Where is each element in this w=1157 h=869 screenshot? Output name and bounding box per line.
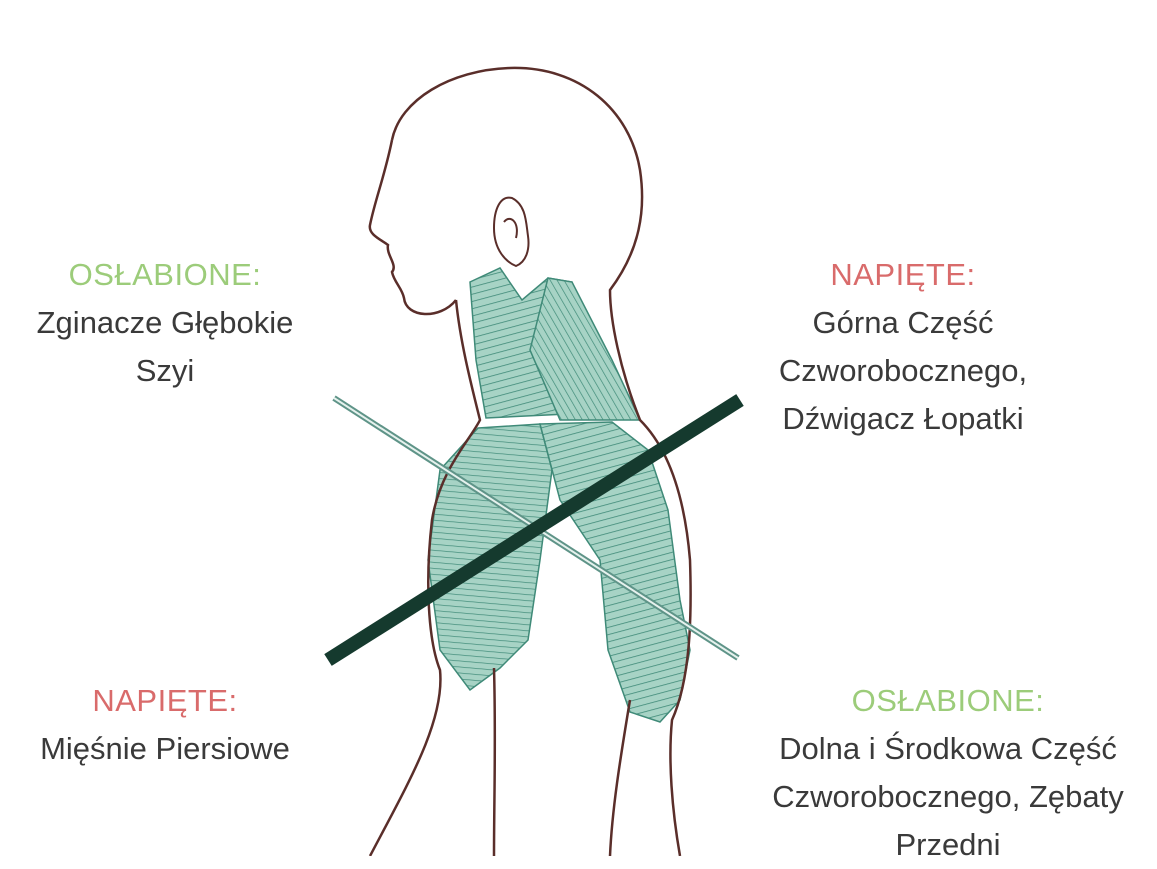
label-tight-bottom: NAPIĘTE: Mięśnie Piersiowe	[0, 677, 330, 773]
label-weakened-top: OSŁABIONE: Zginacze Głębokie Szyi	[0, 251, 330, 395]
label-tight-top: NAPIĘTE: Górna Część Czworobocznego, Dźw…	[738, 251, 1068, 443]
status-tight: NAPIĘTE:	[738, 251, 1068, 299]
status-weakened: OSŁABIONE:	[0, 251, 330, 299]
shoulder-muscle	[540, 422, 690, 722]
arm-line	[494, 668, 495, 856]
status-weakened: OSŁABIONE:	[738, 677, 1157, 725]
muscle-names: Zginacze Głębokie Szyi	[0, 299, 330, 395]
muscle-names: Górna Część Czworobocznego, Dźwigacz Łop…	[738, 299, 1068, 443]
muscle-names: Dolna i Środkowa Część Czworobocznego, Z…	[738, 725, 1157, 869]
muscle-names: Mięśnie Piersiowe	[0, 725, 330, 773]
status-tight: NAPIĘTE:	[0, 677, 330, 725]
face-outline	[370, 140, 456, 314]
arm-line-back	[610, 700, 630, 856]
label-weakened-bottom: OSŁABIONE: Dolna i Środkowa Część Czworo…	[738, 677, 1157, 869]
ear-outline	[494, 198, 529, 266]
